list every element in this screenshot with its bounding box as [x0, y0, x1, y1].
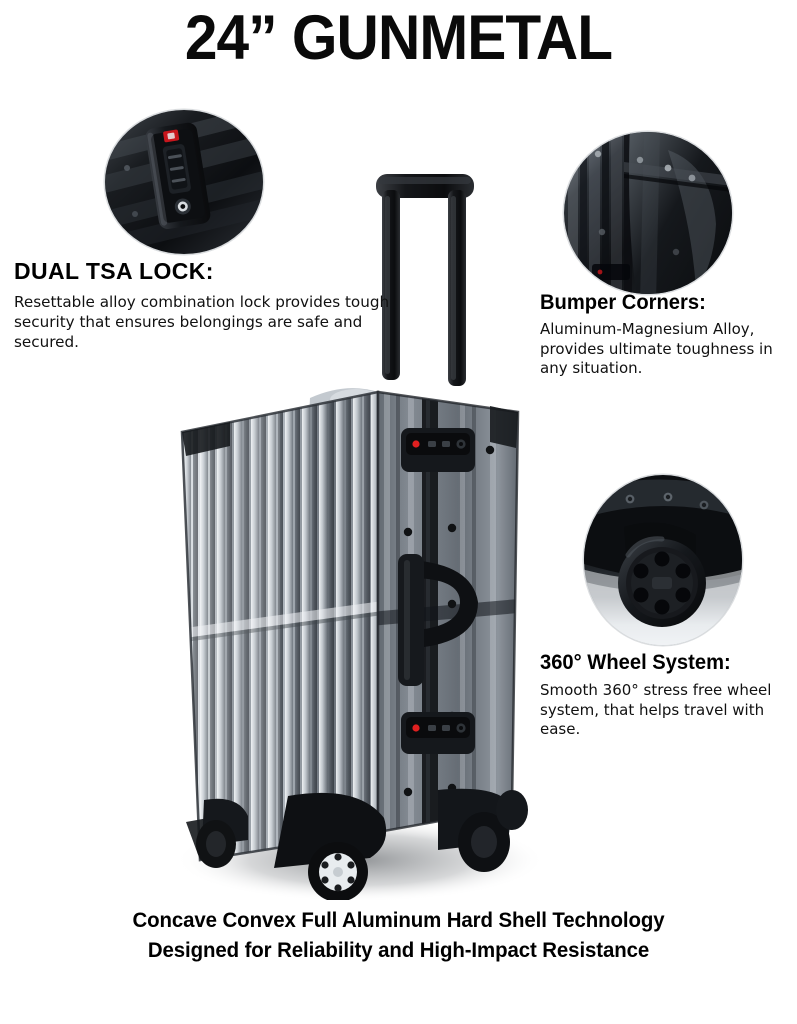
- bottom-caption-line-1: Concave Convex Full Aluminum Hard Shell …: [132, 908, 665, 932]
- side-carry-handle: [398, 554, 478, 686]
- bumper-corner-photo-inset: [563, 131, 733, 295]
- tsa-lock-lower: [401, 712, 475, 754]
- spinner-wheel-photo-inset: [583, 474, 743, 646]
- callout-bumper-corners: Bumper Corners: Aluminum-Magnesium Alloy…: [540, 290, 797, 379]
- spinner-wheels: [196, 788, 528, 900]
- callout-body-wheel-system: Smooth 360° stress free wheel system, th…: [540, 681, 772, 739]
- shell-front-ribs: [182, 392, 378, 860]
- telescoping-handle: [376, 174, 474, 386]
- bottom-caption-line-2: Designed for Reliability and High-Impact…: [147, 938, 650, 962]
- callout-body-bumper-corners: Aluminum-Magnesium Alloy, provides ultim…: [540, 320, 773, 378]
- callout-wheel-system: 360° Wheel System: Smooth 360° stress fr…: [540, 650, 797, 740]
- callout-heading-wheel-system: 360° Wheel System:: [540, 651, 731, 674]
- page-title: 24” GUNMETAL: [184, 3, 613, 73]
- tsa-lock-photo-inset: [104, 109, 264, 255]
- callout-heading-bumper-corners: Bumper Corners:: [540, 291, 706, 314]
- bottom-caption: Concave Convex Full Aluminum Hard Shell …: [20, 905, 777, 965]
- callout-heading-dual-tsa-lock: DUAL TSA LOCK:: [14, 258, 214, 284]
- product-image-suitcase: [160, 160, 590, 900]
- callout-body-dual-tsa-lock: Resettable alloy combination lock provid…: [14, 293, 390, 351]
- callout-dual-tsa-lock: DUAL TSA LOCK: Resettable alloy combinat…: [14, 258, 394, 352]
- tsa-lock-upper: [401, 428, 475, 472]
